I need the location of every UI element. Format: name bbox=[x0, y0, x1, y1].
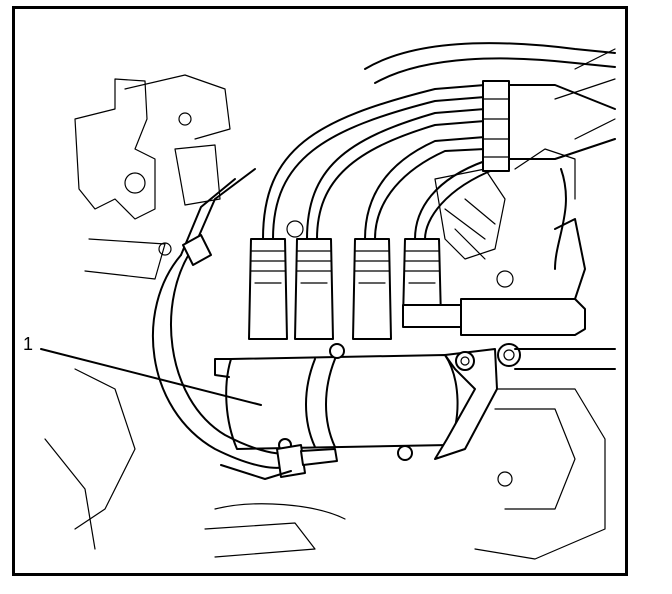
spark-plug-wires bbox=[262, 42, 616, 240]
pipe-assembly bbox=[402, 168, 616, 370]
plug-boots bbox=[248, 238, 442, 340]
hose-loop bbox=[152, 168, 338, 480]
wire-connector bbox=[482, 80, 510, 172]
engine-block-outline bbox=[44, 74, 346, 558]
ignition-coil bbox=[214, 343, 459, 461]
engine-bay-illustration bbox=[40, 42, 616, 560]
callout-label-1: 1 bbox=[23, 334, 34, 354]
diagram-frame: 1 bbox=[12, 6, 628, 576]
callout-leader-line bbox=[40, 348, 262, 406]
coil-bracket bbox=[434, 343, 521, 460]
